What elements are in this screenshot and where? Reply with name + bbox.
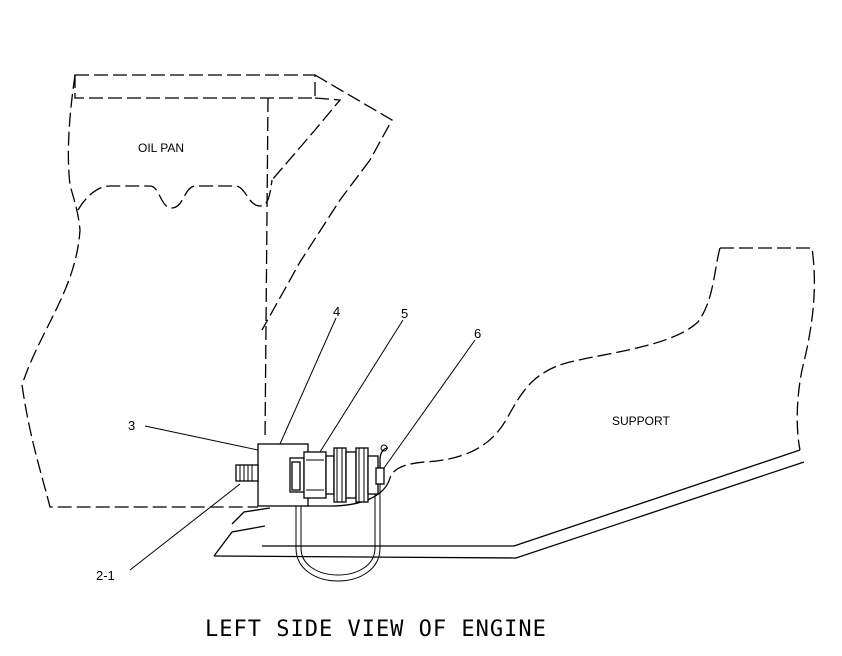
oil-pan-outline [21,74,393,508]
oil-pan-label: OIL PAN [138,141,184,155]
callout-3: 3 [128,418,135,433]
callout-5: 5 [401,306,408,321]
wire-loop [295,484,381,582]
callout-4: 4 [333,304,340,319]
clip-part-6 [291,444,389,491]
support-label: SUPPORT [612,414,670,428]
fitting-part-2-1 [235,464,259,482]
support-bracket [213,449,805,559]
view-caption: LEFT SIDE VIEW OF ENGINE [205,617,547,642]
leader-lines [129,317,476,571]
callout-2-1: 2-1 [96,568,115,583]
callout-6: 6 [474,326,481,341]
support-outline [389,247,816,479]
